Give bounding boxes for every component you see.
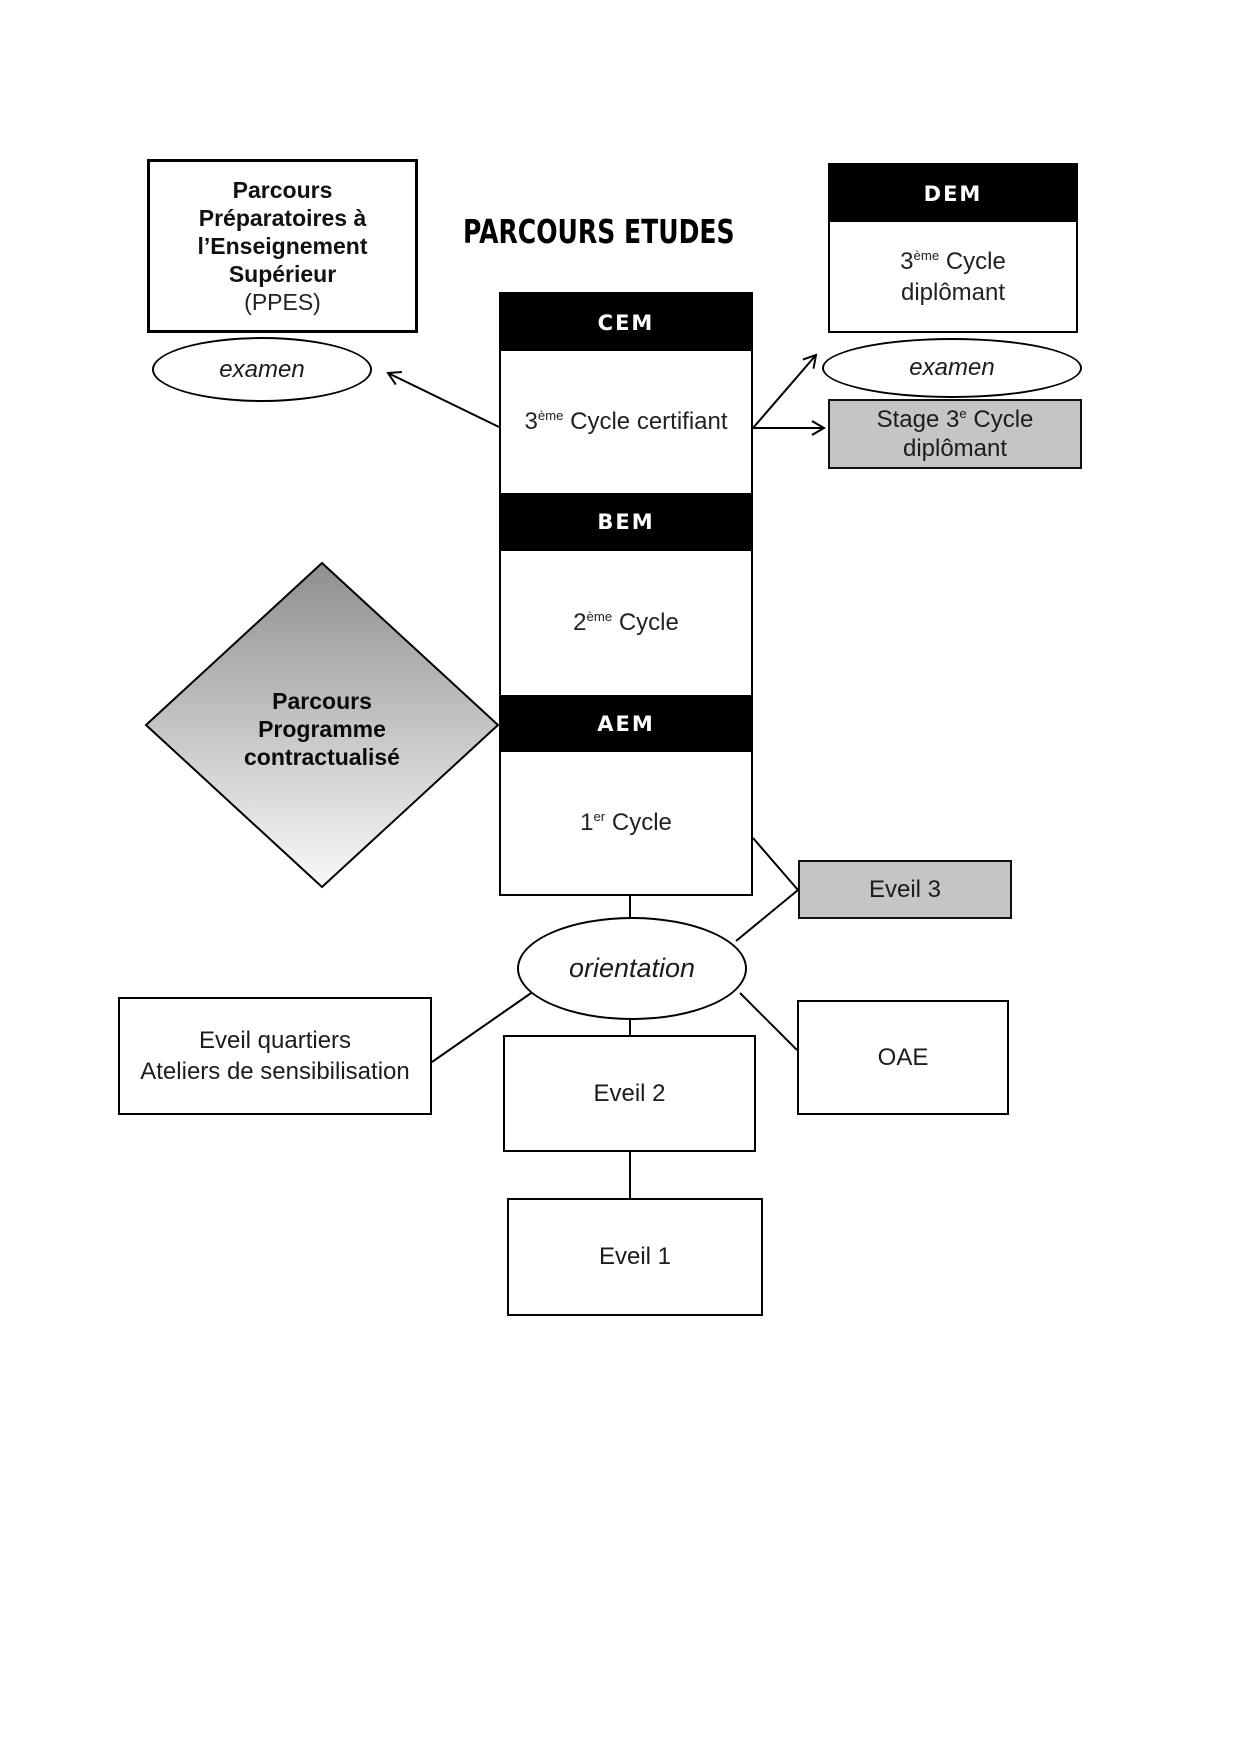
orientation-label: orientation bbox=[568, 953, 696, 983]
dem-header: DEM bbox=[830, 165, 1076, 222]
connector-orientation-to-quartiers bbox=[431, 990, 535, 1063]
diamond-line: contractualisé bbox=[244, 744, 400, 770]
cem-header: CEM bbox=[501, 294, 751, 351]
connector-cem-to-examen-right bbox=[752, 353, 818, 429]
eveil-quartiers-box: Eveil quartiers Ateliers de sensibilisat… bbox=[118, 997, 432, 1115]
ppes-line: Supérieur bbox=[228, 260, 337, 287]
oae-box: OAE bbox=[797, 1000, 1009, 1115]
page-title: PARCOURS ETUDES bbox=[463, 212, 735, 251]
bem-body-label: 2ème Cycle bbox=[573, 609, 679, 636]
examen-right-label: examen bbox=[909, 354, 995, 381]
cycles-column: CEM 3ème Cycle certifiant BEM 2ème Cycle… bbox=[499, 292, 753, 896]
eveil1-box: Eveil 1 bbox=[507, 1198, 763, 1316]
stage-line1: Stage 3e Cycle bbox=[876, 406, 1034, 433]
ppes-acronym: (PPES) bbox=[244, 288, 321, 315]
dem-body: 3ème Cycle diplômant bbox=[830, 222, 1076, 331]
aem-header: AEM bbox=[501, 695, 751, 752]
quartiers-line2: Ateliers de sensibilisation bbox=[140, 1058, 410, 1085]
oae-label: OAE bbox=[877, 1043, 929, 1071]
diamond-parcours-programme bbox=[144, 561, 500, 889]
quartiers-line1: Eveil quartiers bbox=[198, 1027, 352, 1054]
aem-body-label: 1er Cycle bbox=[580, 809, 672, 836]
bem-body: 2ème Cycle bbox=[501, 551, 751, 695]
connector-1er-cycle-to-eveil3 bbox=[752, 837, 799, 891]
cem-body-label: 3ème Cycle certifiant bbox=[524, 408, 728, 435]
eveil3-box: Eveil 3 bbox=[798, 860, 1012, 919]
examen-left-label: examen bbox=[219, 355, 305, 383]
ppes-box: Parcours Préparatoires à l’Enseignement … bbox=[147, 159, 418, 333]
eveil2-box: Eveil 2 bbox=[503, 1035, 756, 1152]
connector-cem-to-examen-left bbox=[386, 370, 500, 428]
ppes-line: Parcours bbox=[232, 176, 333, 203]
aem-body: 1er Cycle bbox=[501, 752, 751, 894]
dem-box: DEM 3ème Cycle diplômant bbox=[828, 163, 1078, 333]
eveil1-label: Eveil 1 bbox=[598, 1243, 672, 1270]
dem-body-line2: diplômant bbox=[900, 278, 1006, 306]
bem-header: BEM bbox=[501, 493, 751, 551]
dem-body-line1: 3ème Cycle bbox=[900, 247, 1006, 275]
ppes-line: Préparatoires à bbox=[198, 204, 367, 231]
dem-header-label: DEM bbox=[923, 181, 983, 206]
eveil2-label: Eveil 2 bbox=[593, 1079, 666, 1107]
bem-header-label: BEM bbox=[597, 510, 655, 534]
examen-ellipse-right: examen bbox=[822, 338, 1082, 398]
ppes-line: l’Enseignement bbox=[197, 232, 368, 259]
orientation-ellipse: orientation bbox=[517, 917, 747, 1020]
diamond-label: Parcours Programme contractualisé bbox=[222, 687, 422, 771]
diamond-line: Programme bbox=[258, 716, 386, 742]
eveil3-label: Eveil 3 bbox=[868, 875, 942, 903]
diamond-line: Parcours bbox=[272, 688, 372, 714]
examen-ellipse-left: examen bbox=[152, 337, 372, 402]
cem-body: 3ème Cycle certifiant bbox=[501, 351, 751, 493]
cem-header-label: CEM bbox=[597, 310, 655, 335]
connector-orientation-to-eveil3 bbox=[735, 889, 799, 942]
aem-header-label: AEM bbox=[597, 711, 655, 736]
stage-3e-cycle-box: Stage 3e Cycle diplômant bbox=[828, 399, 1082, 469]
stage-line2: diplômant bbox=[902, 435, 1008, 462]
connector-orientation-to-oae bbox=[739, 992, 798, 1051]
